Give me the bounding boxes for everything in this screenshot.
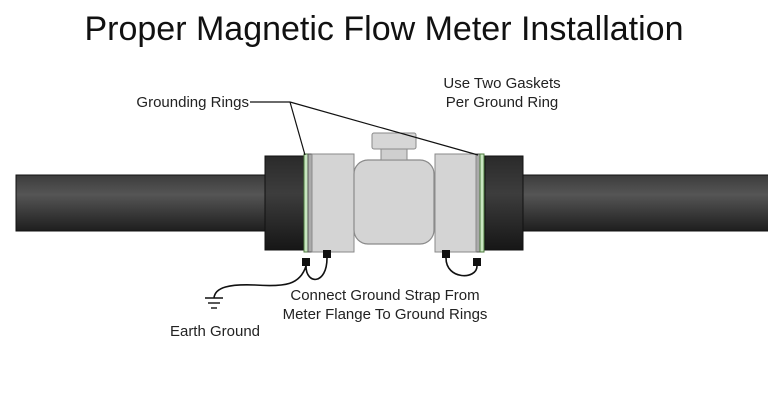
- right-pipe-flange: [484, 155, 524, 251]
- diagram-title: Proper Magnetic Flow Meter Installation: [84, 10, 683, 48]
- earth-ground-wire: [213, 265, 307, 299]
- earth-ground-icon: [205, 297, 223, 309]
- left-pipe: [15, 174, 271, 232]
- gaskets-label-line2: Per Ground Ring: [446, 94, 559, 111]
- strap-label-line2: Meter Flange To Ground Rings: [283, 306, 488, 323]
- ground-strap-right: [442, 250, 481, 277]
- grounding-rings-label: Grounding Rings: [136, 94, 249, 111]
- left-pipe-flange: [264, 155, 306, 251]
- gaskets-label-line1: Use Two Gaskets: [443, 75, 560, 92]
- meter-head: [371, 132, 417, 150]
- right-grounding-ring: [475, 153, 485, 253]
- meter-right-flange: [434, 153, 477, 253]
- meter-stem: [380, 147, 408, 161]
- grounding-rings-leader: [250, 101, 479, 156]
- right-pipe: [517, 174, 768, 232]
- earth-ground-label: Earth Ground: [170, 323, 260, 340]
- left-grounding-ring: [303, 153, 313, 253]
- strap-label-line1: Connect Ground Strap From: [290, 287, 479, 304]
- meter-left-flange: [311, 153, 355, 253]
- ground-strap-left: [302, 250, 331, 281]
- meter-body: [353, 159, 435, 245]
